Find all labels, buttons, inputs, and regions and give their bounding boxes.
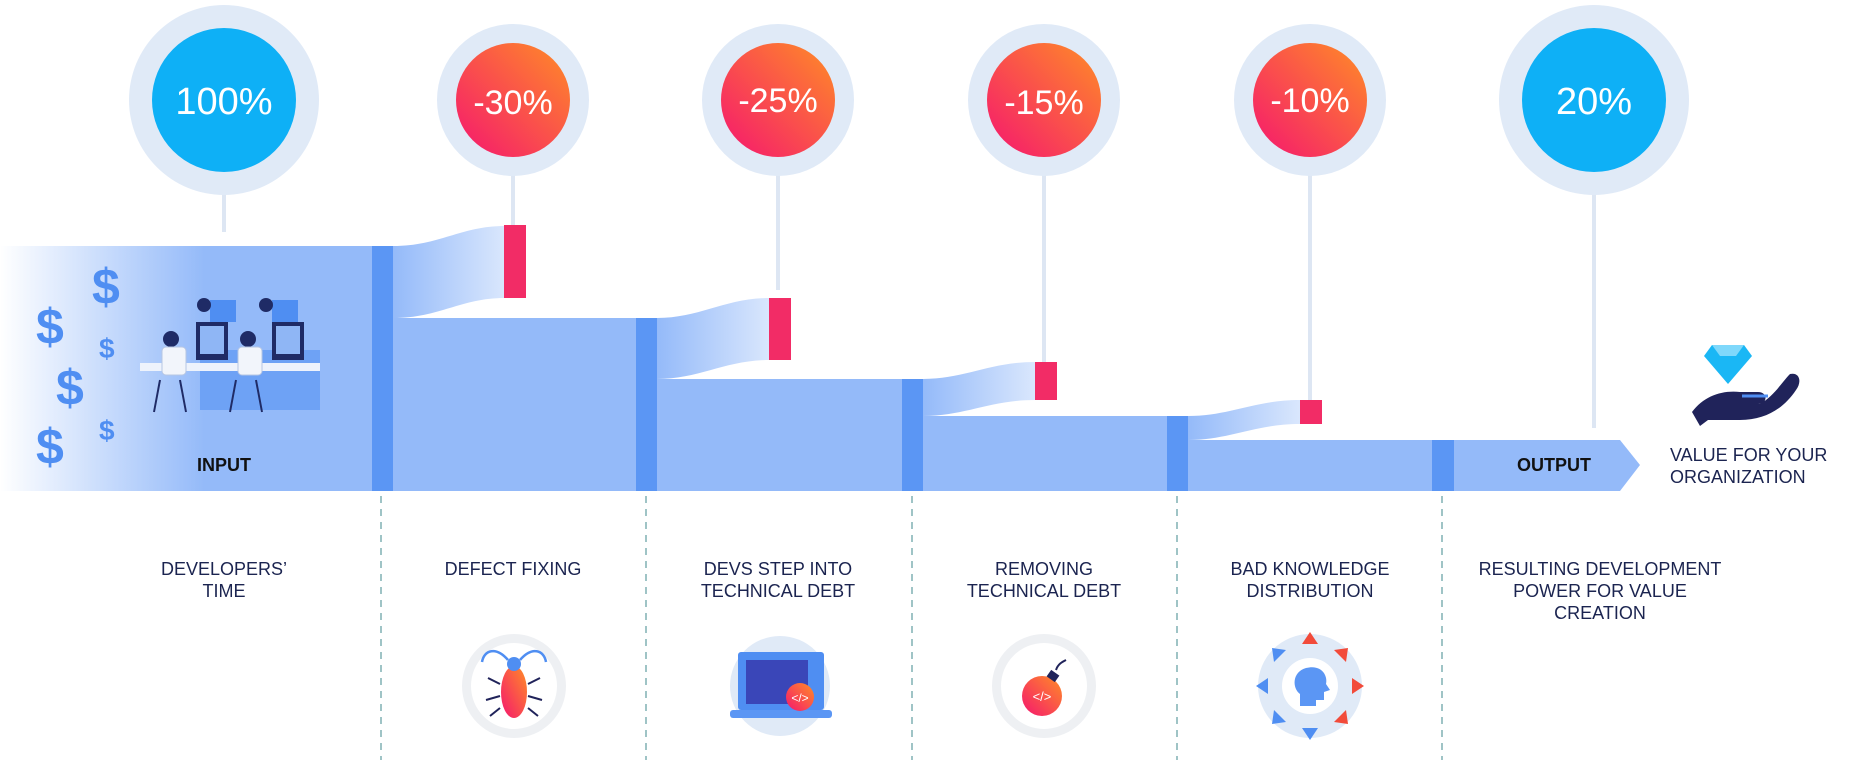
dollar-icon: $ [36, 299, 64, 355]
stage-label-3: REMOVING TECHNICAL DEBT [966, 559, 1122, 601]
stage-separators [380, 496, 1443, 760]
percent-circle-4: -10% [1234, 24, 1386, 176]
stage-label-5: RESULTING DEVELOPMENT POWER FOR VALUE CR… [1478, 559, 1722, 623]
loss-marker-4 [1300, 400, 1322, 424]
stage-bar-5 [1432, 440, 1454, 491]
percent-text-1: -30% [473, 84, 552, 122]
band-2 [657, 379, 902, 491]
output-label: OUTPUT [1517, 455, 1591, 475]
dollar-icon: $ [56, 360, 84, 416]
dollar-icons: $ $ $ $ $ $ [36, 259, 120, 475]
laptop-code-icon: </> [730, 636, 832, 736]
percent-text-5: 20% [1556, 81, 1632, 123]
loss-marker-2 [769, 298, 791, 360]
percent-text-2: -25% [738, 82, 817, 120]
loss-marker-1 [504, 225, 526, 298]
diamond-hand-icon [1692, 345, 1800, 426]
stage-label-0: DEVELOPERS’ TIME [160, 559, 288, 601]
stage-label-1: DEFECT FIXING [444, 559, 582, 579]
band-4 [1188, 440, 1432, 491]
percent-text-3: -15% [1004, 84, 1083, 122]
band-3 [923, 416, 1167, 491]
loss-curve-4 [1188, 400, 1300, 440]
percent-circle-5: 20% [1499, 5, 1689, 195]
percent-text-4: -10% [1270, 82, 1349, 120]
loss-curve-3 [923, 362, 1035, 416]
bug-icon [462, 634, 566, 738]
svg-text:</>: </> [1033, 689, 1052, 704]
dollar-icon: $ [99, 415, 115, 446]
loss-curve-2 [657, 298, 770, 379]
loss-marker-3 [1035, 362, 1057, 400]
stage-label-4: BAD KNOWLEDGE DISTRIBUTION [1230, 559, 1390, 601]
percent-circle-3: -15% [968, 24, 1120, 176]
output-band [1454, 440, 1640, 491]
stage-bar-1 [372, 246, 393, 491]
code-bomb-icon: </> [992, 634, 1096, 738]
developers-icon [140, 298, 320, 413]
stage-bar-3 [902, 379, 923, 491]
input-label: INPUT [197, 455, 251, 475]
loss-curve-1 [393, 226, 505, 318]
percent-circle-1: -30% [437, 24, 589, 176]
band-1 [393, 318, 636, 491]
percent-circle-2: -25% [702, 24, 854, 176]
stage-label-2: DEVS STEP INTO TECHNICAL DEBT [700, 559, 856, 601]
dollar-icon: $ [92, 259, 120, 315]
svg-text:</>: </> [791, 691, 808, 705]
head-arrows-icon [1256, 632, 1364, 740]
stage-bar-4 [1167, 416, 1188, 491]
percent-circle-0: 100% [129, 5, 319, 195]
dollar-icon: $ [99, 333, 115, 364]
dollar-icon: $ [36, 419, 64, 475]
output-caption: VALUE FOR YOUR ORGANIZATION [1670, 445, 1828, 487]
percent-text-0: 100% [175, 81, 272, 123]
stage-bar-2 [636, 318, 657, 491]
connector-stems [222, 175, 1596, 428]
